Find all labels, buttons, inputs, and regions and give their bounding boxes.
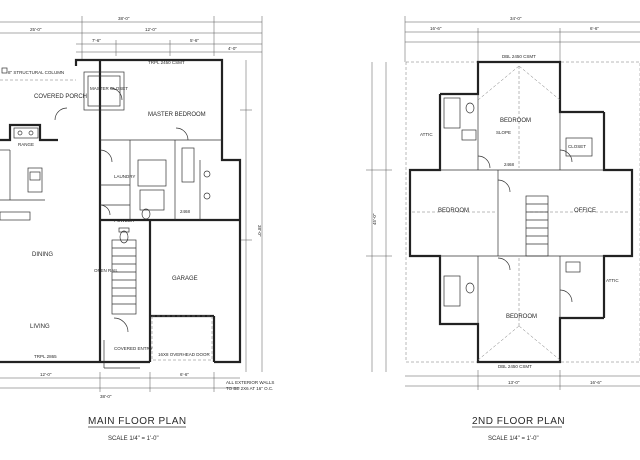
main-doors bbox=[54, 87, 213, 369]
room-living: LIVING bbox=[30, 324, 50, 330]
structural-column-icon bbox=[0, 67, 76, 81]
room-open-rail: OPEN RAIL bbox=[94, 268, 119, 273]
second-doors bbox=[477, 137, 593, 303]
second-dim-overall: 34'-0" bbox=[510, 16, 522, 21]
main-dim-a: 12'-0" bbox=[145, 27, 157, 32]
second-stair bbox=[525, 195, 549, 257]
second-dim-side: 45'-0" bbox=[372, 213, 377, 225]
room-closet: CLOSET bbox=[568, 144, 586, 149]
room-bedroom-bottom: BEDROOM bbox=[506, 314, 537, 320]
main-dim-bottom-a: 12'-0" bbox=[40, 372, 52, 377]
second-floor-title: 2ND FLOOR PLAN bbox=[472, 416, 565, 427]
second-dim-left: 16'-6" bbox=[430, 26, 442, 31]
room-laundry: LAUNDRY bbox=[114, 174, 135, 179]
main-note-structural-column: 8" STRUCTURAL COLUMN bbox=[8, 70, 64, 75]
main-dim-b: 7'-6" bbox=[92, 38, 101, 43]
second-note-window-bottom: DBL 2450 CSMT bbox=[498, 364, 532, 369]
room-master-closet: MASTER CLOSET bbox=[90, 86, 128, 91]
main-bottom-dimensions: 12'-0" 6'-6" 38'-0" bbox=[0, 372, 240, 399]
room-garage: GARAGE bbox=[172, 276, 198, 282]
room-range: RANGE bbox=[18, 142, 34, 147]
second-dim-bottom-a: 13'-0" bbox=[508, 380, 520, 385]
main-floor-title: MAIN FLOOR PLAN bbox=[88, 416, 187, 427]
room-powder: POWDER bbox=[114, 218, 135, 223]
main-floor-plan: 38'-0" 25'-0" 12'-0" 7'-6" 5'-6" 4'-0" 3… bbox=[0, 16, 276, 442]
room-covered-porch: COVERED PORCH bbox=[34, 94, 87, 100]
main-dim-bottom-total: 38'-0" bbox=[100, 394, 112, 399]
main-dim-c: 5'-6" bbox=[190, 38, 199, 43]
second-bath-fixtures bbox=[443, 97, 581, 307]
main-dim-d: 4'-0" bbox=[228, 46, 237, 51]
main-note-exterior-walls: ALL EXTERIOR WALLS TO BE 2X6 AT 16" O.C. bbox=[226, 380, 276, 391]
main-dim-side: 38'-0" bbox=[257, 225, 262, 237]
second-walls bbox=[408, 60, 634, 364]
main-note-overhead-door: 16X8 OVERHEAD DOOR bbox=[158, 352, 211, 357]
main-stair bbox=[111, 239, 137, 315]
room-bedroom-top: BEDROOM bbox=[500, 118, 531, 124]
second-side-dimension: 45'-0" bbox=[366, 62, 392, 372]
room-office: OFFICE bbox=[574, 208, 596, 214]
main-note-hdr: 2468 bbox=[180, 209, 191, 214]
room-bedroom-left: BEDROOM bbox=[438, 208, 469, 214]
second-note-slope: SLOPE bbox=[496, 130, 511, 135]
main-dim-overall: 38'-0" bbox=[118, 16, 130, 21]
main-side-dimension: 38'-0" bbox=[240, 60, 263, 372]
main-dim-upper: 25'-0" bbox=[30, 27, 42, 32]
room-attic-right: ATTIC bbox=[606, 278, 619, 283]
main-note-exterior-walls-text: ALL EXTERIOR WALLS bbox=[226, 380, 274, 385]
main-top-dimensions: 38'-0" 25'-0" 12'-0" 7'-6" 5'-6" 4'-0" bbox=[0, 16, 263, 60]
main-note-window-bottom: TRPL 2865 bbox=[34, 354, 57, 359]
main-note-covered-entry: COVERED ENTRY bbox=[114, 346, 153, 351]
main-note-exterior-walls-text-2: TO BE 2X6 AT 16" O.C. bbox=[226, 386, 273, 391]
second-dim-right: 6'-6" bbox=[590, 26, 599, 31]
main-floor-scale: SCALE 1/4" = 1'-0" bbox=[108, 436, 159, 442]
second-top-dimensions: 34'-0" 16'-6" 6'-6" bbox=[404, 16, 640, 62]
main-note-window-top: TRPL 2450 CSMT bbox=[148, 60, 185, 65]
room-attic-left: ATTIC bbox=[420, 132, 433, 137]
main-dim-bottom-b: 6'-6" bbox=[180, 372, 189, 377]
second-note-hdr: 2468 bbox=[504, 162, 515, 167]
second-floor-scale: SCALE 1/4" = 1'-0" bbox=[488, 436, 539, 442]
second-note-window-top: DBL 2450 CSMT bbox=[502, 54, 536, 59]
second-dim-bottom-b: 16'-6" bbox=[590, 380, 602, 385]
second-floor-plan: 34'-0" 16'-6" 6'-6" 45'-0" bbox=[366, 16, 640, 442]
room-master-bedroom: MASTER BEDROOM bbox=[148, 112, 206, 118]
second-bottom-dimensions: 13'-0" 16'-6" bbox=[405, 370, 640, 390]
main-interior-walls bbox=[0, 71, 222, 244]
room-dining: DINING bbox=[32, 252, 53, 258]
